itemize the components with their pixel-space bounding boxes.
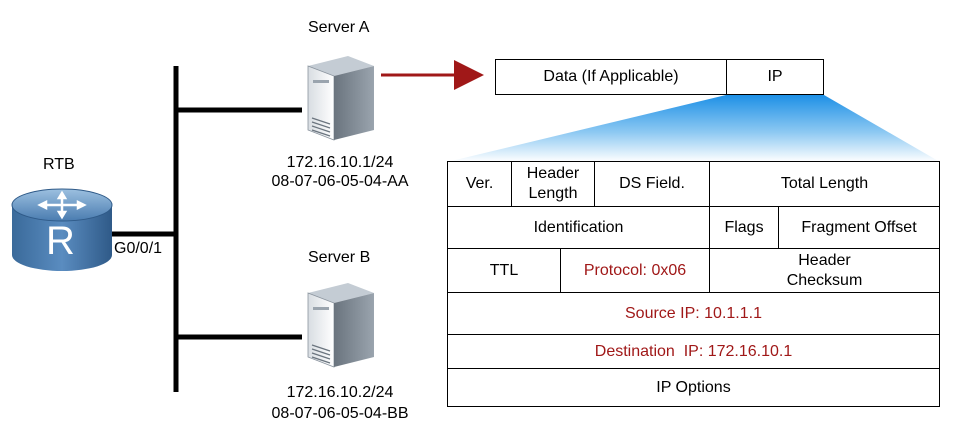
server-b-ip: 172.16.10.2/24 bbox=[286, 384, 394, 401]
field-destination-ip: Destination IP: 172.16.10.1 bbox=[594, 342, 793, 360]
packet-data-box: Data (If Applicable) bbox=[495, 59, 727, 95]
router-name: RTB bbox=[43, 156, 75, 173]
field-ver: Ver. bbox=[465, 175, 494, 192]
packet-ip-box: IP bbox=[726, 59, 824, 95]
router-icon bbox=[11, 188, 113, 271]
field-header-checksum: Header Checksum bbox=[786, 251, 863, 289]
server-b-mac: 08-07-06-05-04-BB bbox=[271, 405, 409, 422]
field-source-ip: Source IP: 10.1.1.1 bbox=[625, 304, 762, 322]
server-b-icon bbox=[307, 283, 374, 368]
field-identification: Identification bbox=[533, 218, 624, 236]
server-a-icon bbox=[307, 56, 374, 141]
field-flags: Flags bbox=[724, 218, 764, 236]
ip-callout-shape bbox=[447, 95, 940, 162]
router-interface-label: G0/0/1 bbox=[114, 240, 163, 257]
server-b-name: Server B bbox=[308, 249, 371, 266]
server-a-ip: 172.16.10.1/24 bbox=[286, 154, 394, 171]
ip-header-table: Ver. Header Length DS Field. Total Lengt… bbox=[447, 161, 940, 407]
field-ds-field: DS Field. bbox=[619, 175, 685, 192]
field-ttl: TTL bbox=[489, 261, 519, 279]
field-total-length: Total Length bbox=[780, 175, 869, 192]
field-ip-options: IP Options bbox=[656, 378, 731, 396]
server-a-name: Server A bbox=[308, 19, 370, 36]
router-symbol: R bbox=[46, 219, 75, 263]
field-protocol: Protocol: 0x06 bbox=[583, 261, 687, 279]
field-header-length: Header Length bbox=[526, 165, 580, 202]
field-fragment-offset: Fragment Offset bbox=[801, 218, 917, 236]
server-a-mac: 08-07-06-05-04-AA bbox=[271, 173, 409, 190]
